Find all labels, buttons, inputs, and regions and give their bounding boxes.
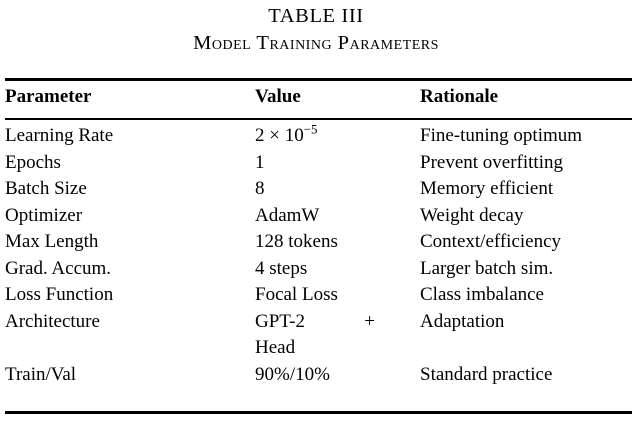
table-row: Architecture GPT-2 + Head Adaptation xyxy=(5,309,632,362)
table-row: Batch Size 8 Memory efficient xyxy=(5,176,632,203)
cell-rationale: Class imbalance xyxy=(420,284,544,305)
table-caption-title: Model Training Parameters xyxy=(193,32,439,54)
cell-parameter: Max Length xyxy=(5,231,99,252)
value-base: 2 × 10 xyxy=(255,125,304,146)
cell-parameter: Train/Val xyxy=(5,363,77,385)
table-row: Grad. Accum. 4 steps Larger batch sim. xyxy=(5,256,632,283)
parameters-table: Parameter Value Rationale Learning Rate … xyxy=(5,84,632,388)
table-row: Train/Val 90%/10% Standard practice xyxy=(5,362,632,389)
value-line-2: Head xyxy=(255,337,296,358)
value-line-1: GPT-2 + xyxy=(255,309,375,336)
cell-value: AdamW xyxy=(255,204,320,226)
cell-value: 2 × 10−5 xyxy=(255,116,420,150)
cell-value: 8 xyxy=(255,178,265,199)
cell-rationale: Larger batch sim. xyxy=(420,257,554,279)
cell-rationale: Adaptation xyxy=(420,310,505,332)
cell-value: 128 tokens xyxy=(255,231,338,252)
cell-parameter: Optimizer xyxy=(5,204,83,226)
cell-value: 4 steps xyxy=(255,257,308,279)
table-caption: TABLE III Model Training Parameters xyxy=(0,0,632,56)
column-header-rationale: Rationale xyxy=(420,86,499,107)
table-bottom-rule xyxy=(5,411,632,414)
cell-rationale: Prevent overfitting xyxy=(420,151,563,173)
value-line1-right: + xyxy=(364,310,375,332)
table-caption-number: TABLE III xyxy=(268,5,364,27)
cell-parameter: Epochs xyxy=(5,151,61,173)
table-top-rule xyxy=(5,78,632,81)
table-row: Learning Rate 2 × 10−5 Fine-tuning optim… xyxy=(5,116,632,150)
cell-value: 1 xyxy=(255,151,265,173)
cell-rationale: Standard practice xyxy=(420,363,553,385)
table-row: Optimizer AdamW Weight decay xyxy=(5,203,632,230)
table-header-row: Parameter Value Rationale xyxy=(5,84,632,116)
column-header-parameter: Parameter xyxy=(5,86,92,107)
cell-rationale: Fine-tuning optimum xyxy=(420,125,583,146)
table-row: Epochs 1 Prevent overfitting xyxy=(5,150,632,177)
cell-parameter: Grad. Accum. xyxy=(5,257,112,279)
cell-value: Focal Loss xyxy=(255,284,338,305)
cell-parameter: Learning Rate xyxy=(5,125,114,146)
cell-parameter: Batch Size xyxy=(5,178,87,199)
cell-parameter: Architecture xyxy=(5,310,100,332)
value-exponent: −5 xyxy=(303,121,318,137)
value-line1-left: GPT-2 xyxy=(255,310,305,332)
cell-rationale: Context/efficiency xyxy=(420,231,562,252)
cell-parameter: Loss Function xyxy=(5,284,114,305)
cell-value: 90%/10% xyxy=(255,363,330,385)
table-header-rule xyxy=(5,118,632,120)
cell-rationale: Memory efficient xyxy=(420,178,554,199)
column-header-value: Value xyxy=(255,86,301,107)
cell-value: GPT-2 + Head xyxy=(255,309,420,362)
table-row: Loss Function Focal Loss Class imbalance xyxy=(5,282,632,309)
cell-rationale: Weight decay xyxy=(420,204,524,226)
table-row: Max Length 128 tokens Context/efficiency xyxy=(5,229,632,256)
